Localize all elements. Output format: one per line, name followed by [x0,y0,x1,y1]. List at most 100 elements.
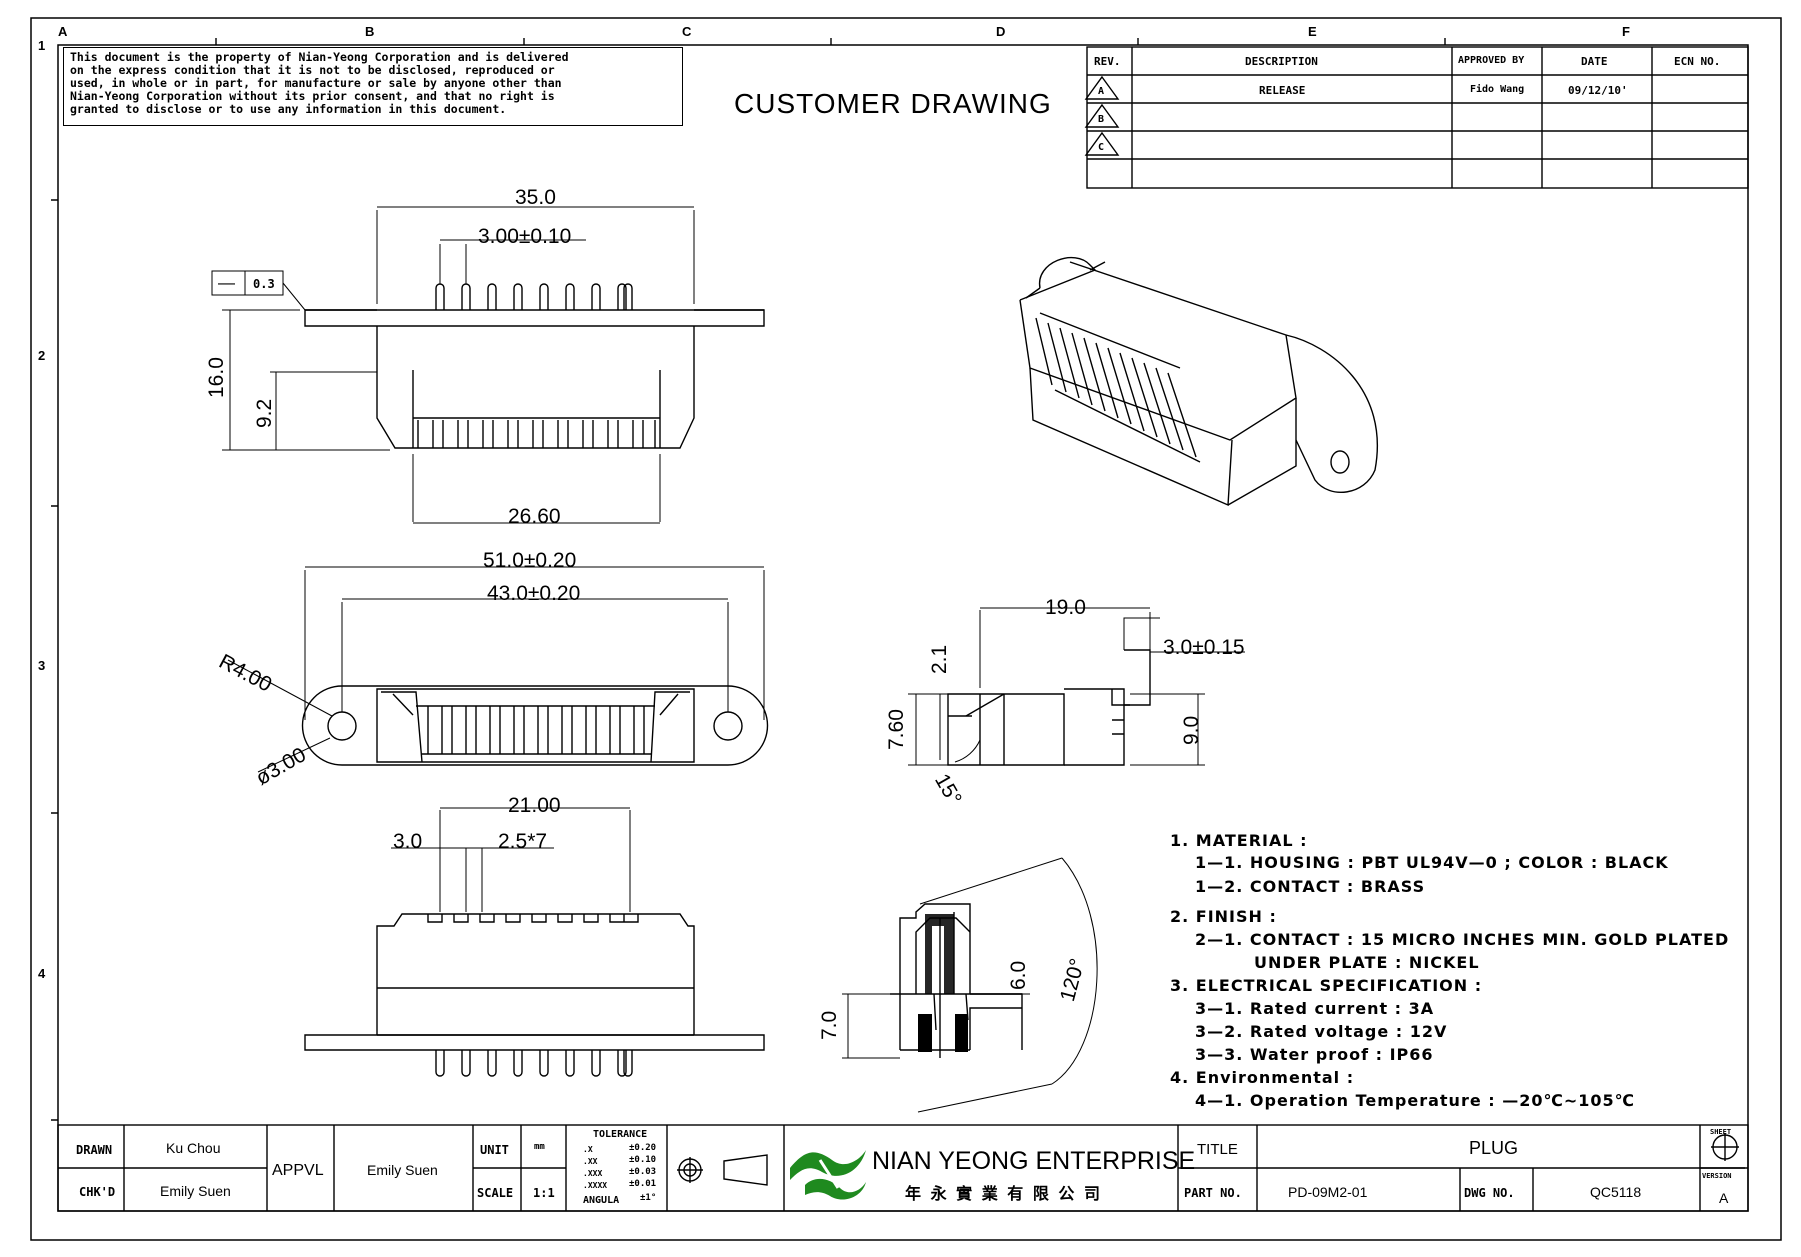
note-line: 3—3. Water proof : IP66 [1195,1045,1434,1064]
checked-value: Emily Suen [160,1183,231,1199]
sheet-label: SHEET [1710,1128,1732,1136]
side-dimensions [908,607,1245,766]
zone-label-d: D [996,24,1006,39]
rev-a-approver: Fido Wang [1470,84,1525,95]
note-line: 3. ELECTRICAL SPECIFICATION : [1170,976,1483,995]
rev-b-label: B [1098,114,1105,125]
tolerance-value: ±0.01 [629,1179,657,1189]
dim-pin-offset: 3.0 [393,830,423,853]
tolerance-key: .XXXX [583,1181,608,1190]
dwg-label: DWG NO. [1464,1186,1515,1200]
drawn-value: Ku Chou [166,1140,221,1156]
note-line: 1—2. CONTACT : BRASS [1195,877,1426,896]
zone-label-4: 4 [38,966,46,981]
note-line: 4—1. Operation Temperature : —20℃~105℃ [1195,1091,1636,1110]
dim-bottom-width: 26.60 [508,505,561,528]
pin-view-slots [427,914,639,923]
dwg-value: QC5118 [1590,1184,1642,1200]
drawing-heading: CUSTOMER DRAWING [734,88,1052,119]
dim-lower-height: 9.2 [253,398,276,428]
flange-dimensions [227,566,765,773]
dim-pin-pitch-tol: 3.00±0.10 [478,225,572,248]
pin-dimensions [391,807,631,912]
front-view [304,283,765,449]
company-name: NIAN YEONG ENTERPRISE [872,1147,1196,1175]
approved-label: APPVL [272,1162,324,1179]
zone-label-c: C [682,24,692,39]
dim-height: 16.0 [205,357,228,398]
part-label: PART NO. [1184,1186,1242,1200]
tolerance-value: ±0.03 [629,1167,657,1177]
title-label: TITLE [1197,1141,1238,1158]
side-view [947,649,1151,766]
note-line: UNDER PLATE : NICKEL [1254,953,1480,972]
disclaimer-line: Nian-Yeong Corporation without its prior… [70,89,555,103]
flange-view [301,685,769,766]
scale-label: SCALE [477,1186,514,1200]
tolerance-value: ±1° [640,1193,657,1203]
zone-label-1: 1 [38,38,46,53]
disclaimer-line: granted to disclose or to use any inform… [70,102,507,116]
tolerance-value: ±0.10 [629,1155,657,1165]
drawn-label: DRAWN [76,1143,113,1157]
dim-side-depth: 19.0 [1045,596,1086,619]
zone-label-2: 2 [38,348,46,363]
date-header: DATE [1581,55,1608,68]
bottom-pins [435,1050,633,1077]
dim-pin-pitch: 2.5*7 [498,830,548,853]
zone-label-b: B [365,24,375,39]
approved-value: Emily Suen [367,1162,438,1178]
dim-side-tip: 3.0±0.15 [1163,636,1245,659]
title-value: PLUG [1469,1138,1519,1158]
tolerance-key: .X [583,1145,593,1154]
front-dimensions [211,206,695,524]
note-line: 1. MATERIAL : [1170,831,1308,850]
rev-a-date: 09/12/10' [1568,84,1628,97]
rev-c-label: C [1098,142,1105,153]
dim-top-width: 35.0 [515,186,556,209]
dim-section-h1: 7.0 [818,1010,841,1040]
dim-side-h2: 9.0 [1180,715,1203,745]
iso-view [1019,256,1378,507]
tolerance-value: ±0.20 [629,1143,657,1153]
dim-side-step: 2.1 [928,644,951,674]
approved-by-header: APPROVED BY [1458,55,1525,66]
section-hatch [918,914,968,1052]
version-value: A [1719,1190,1729,1206]
tolerance-key: ANGULA [583,1195,620,1206]
company-name-cn: 年 永 實 業 有 限 公 司 [905,1184,1102,1203]
note-line: 1—1. HOUSING : PBT UL94V—0 ; COLOR : BLA… [1195,853,1669,872]
dim-pin-span: 21.00 [508,794,561,817]
dim-section-h2: 6.0 [1007,960,1030,990]
scale-value: 1:1 [533,1186,555,1200]
rev-a-description: RELEASE [1259,84,1306,97]
checked-label: CHK'D [79,1185,116,1199]
note-line: 2. FINISH : [1170,907,1277,926]
disclaimer-line: This document is the property of Nian-Ye… [70,50,569,64]
note-line: 3—1. Rated current : 3A [1195,999,1435,1018]
version-label: VERSION [1702,1172,1732,1180]
rev-a-label: A [1098,86,1105,97]
company-logo [790,1150,866,1200]
disclaimer-line: on the express condition that it is not … [70,63,555,77]
tolerance-key: .XXX [583,1169,603,1178]
rev-header: REV. [1094,55,1121,68]
front-contacts [417,420,656,448]
unit-label: UNIT [480,1143,509,1157]
note-line: 3—2. Rated voltage : 12V [1195,1022,1448,1041]
part-value: PD-09M2-01 [1288,1184,1368,1200]
zone-label-e: E [1308,24,1317,39]
tolerance-key: .XX [583,1157,598,1166]
tolerance-label: TOLERANCE [593,1129,648,1140]
dim-hole-pitch: 43.0±0.20 [487,582,581,605]
ecn-header: ECN NO. [1674,55,1721,68]
disclaimer-line: used, in whole or in part, for manufactu… [70,76,562,90]
dim-overall-length: 51.0±0.20 [483,549,577,572]
section-dimensions [842,857,1098,1113]
zone-label-a: A [58,24,68,39]
unit-value: mm [534,1142,545,1152]
flatness-value: 0.3 [253,277,275,291]
flange-contacts [427,706,645,754]
